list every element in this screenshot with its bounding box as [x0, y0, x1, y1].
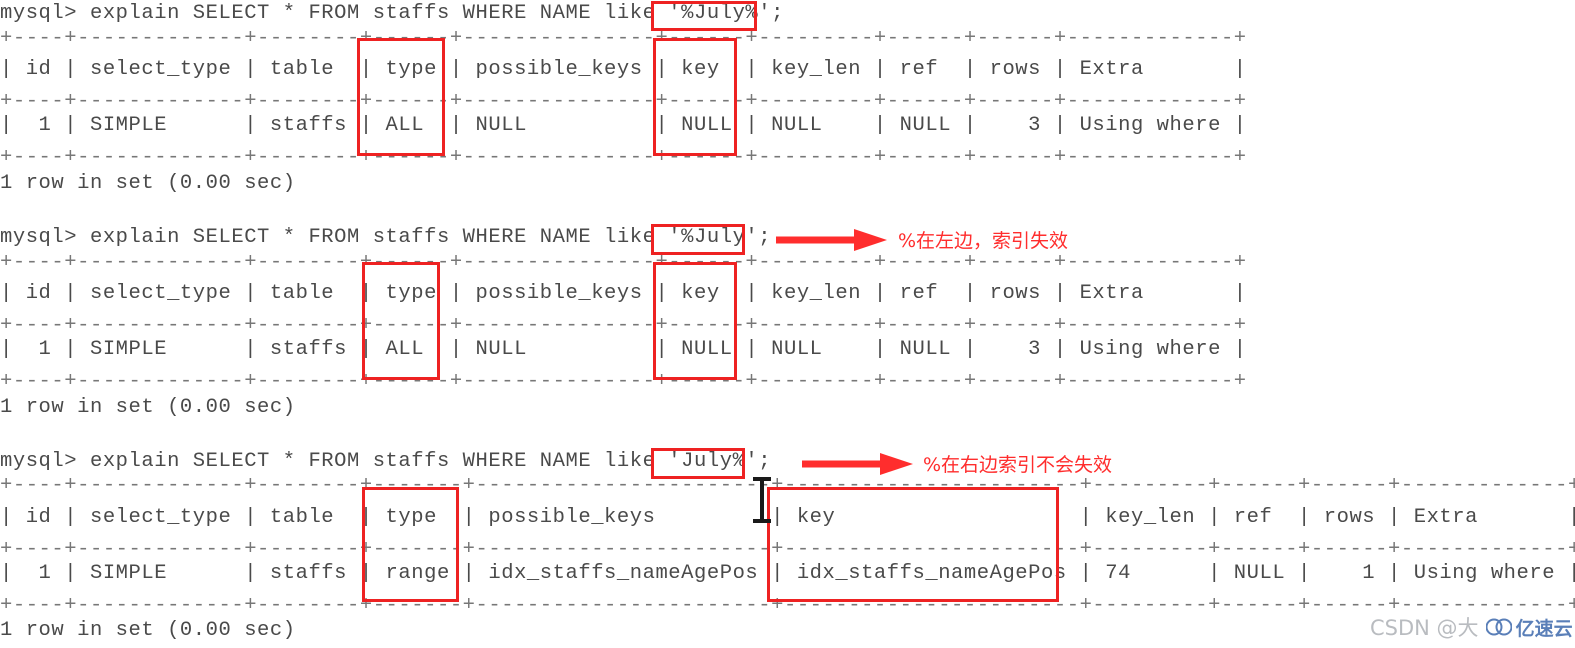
result-footer-1: 1 row in set (0.00 sec): [0, 172, 296, 195]
table-separator-bottom-2: +----+-------------+--------+------+----…: [0, 370, 1247, 393]
annotation-text-2: %在左边，索引失效: [898, 230, 1069, 252]
table-header-row-3: | id | select_type | table | type | poss…: [0, 506, 1575, 529]
table-header-row-1: | id | select_type | table | type | poss…: [0, 58, 1247, 81]
table-separator-mid-3: +----+-------------+--------+-------+---…: [0, 538, 1575, 561]
watermark-brand-logo: 亿速云: [1485, 614, 1573, 641]
table-data-row-1: | 1 | SIMPLE | staffs | ALL | NULL | NUL…: [0, 114, 1247, 137]
command-line-1: mysql> explain SELECT * FROM staffs WHER…: [0, 2, 784, 25]
watermark-csdn: CSDN @大: [1370, 616, 1479, 640]
result-footer-3: 1 row in set (0.00 sec): [0, 619, 296, 642]
annotation-text-3: %在右边索引不会失效: [923, 454, 1113, 476]
watermark: CSDN @大 亿速云: [1370, 612, 1573, 642]
table-header-row-2: | id | select_type | table | type | poss…: [0, 282, 1247, 305]
table-data-row-3: | 1 | SIMPLE | staffs | range | idx_staf…: [0, 562, 1575, 585]
table-data-row-2: | 1 | SIMPLE | staffs | ALL | NULL | NUL…: [0, 338, 1247, 361]
table-separator-mid-1: +----+-------------+--------+------+----…: [0, 90, 1247, 113]
table-separator-bottom-1: +----+-------------+--------+------+----…: [0, 146, 1247, 169]
text-cursor-icon: [753, 477, 771, 523]
table-separator-mid-2: +----+-------------+--------+------+----…: [0, 314, 1247, 337]
table-separator-bottom-3: +----+-------------+--------+-------+---…: [0, 594, 1575, 617]
table-separator-top-2: +----+-------------+--------+------+----…: [0, 251, 1247, 274]
annotation-arrow-2: [776, 229, 887, 251]
table-separator-top-1: +----+-------------+--------+------+----…: [0, 27, 1247, 50]
cloud-icon: [1485, 618, 1512, 636]
command-line-2: mysql> explain SELECT * FROM staffs WHER…: [0, 226, 772, 249]
command-line-3: mysql> explain SELECT * FROM staffs WHER…: [0, 450, 772, 473]
table-separator-top-3: +----+-------------+--------+-------+---…: [0, 474, 1575, 497]
annotation-arrow-3: [802, 453, 913, 475]
result-footer-2: 1 row in set (0.00 sec): [0, 396, 296, 419]
watermark-brand-text: 亿速云: [1515, 617, 1573, 640]
